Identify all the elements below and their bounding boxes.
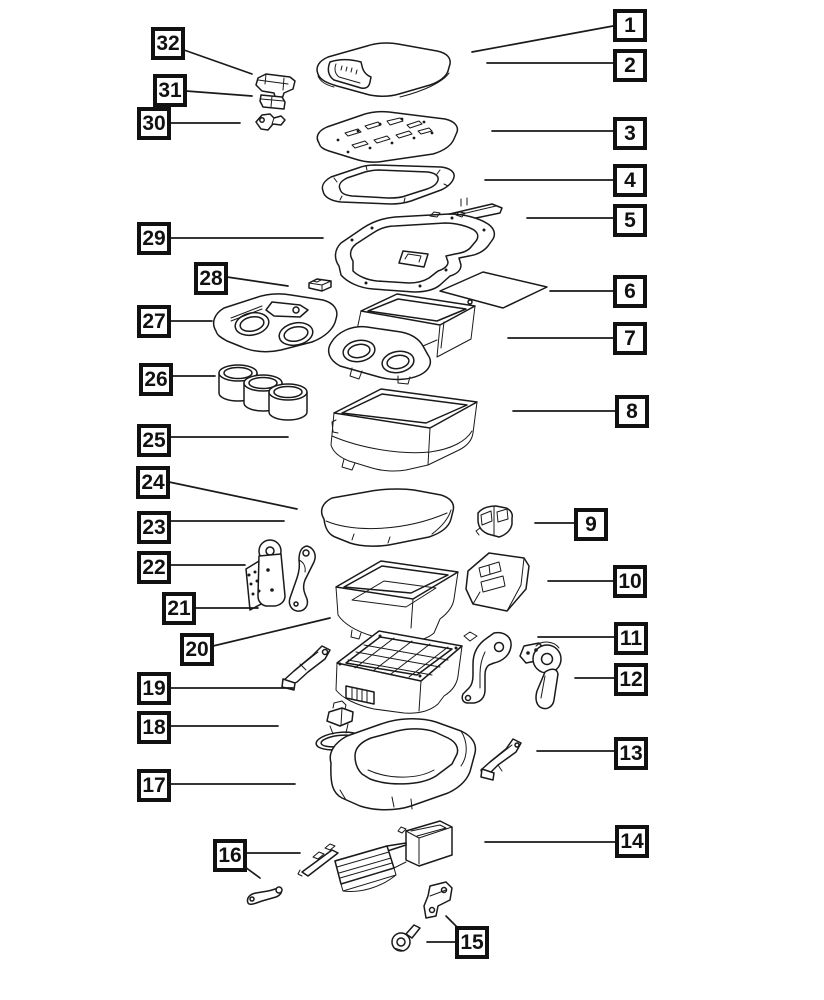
lid-handle-part	[255, 73, 296, 101]
seat-cushion-part	[320, 488, 455, 547]
power-outlet-part	[475, 505, 513, 538]
leader-line-32	[183, 49, 253, 75]
callout-box-18[interactable]: 18	[137, 711, 171, 744]
callout-box-11[interactable]: 11	[614, 622, 648, 655]
callout-box-27[interactable]: 27	[137, 305, 171, 338]
callout-box-19[interactable]: 19	[137, 672, 171, 705]
callout-box-22[interactable]: 22	[137, 551, 171, 584]
callout-box-15[interactable]: 15	[455, 926, 489, 959]
callout-box-20[interactable]: 20	[180, 633, 214, 666]
callout-box-5[interactable]: 5	[613, 204, 647, 237]
callout-box-13[interactable]: 13	[614, 737, 648, 770]
callout-box-1[interactable]: 1	[613, 9, 647, 42]
callout-box-29[interactable]: 29	[137, 222, 171, 255]
release-lever-part	[246, 886, 283, 905]
callout-box-25[interactable]: 25	[137, 424, 171, 457]
leader-line-28	[226, 276, 289, 287]
callout-box-16[interactable]: 16	[213, 839, 247, 872]
latch-striker-part	[308, 278, 332, 292]
callout-box-23[interactable]: 23	[137, 511, 171, 544]
latch-button-part	[259, 94, 286, 110]
callout-box-6[interactable]: 6	[613, 275, 647, 308]
mount-rail-small-part	[297, 843, 339, 877]
callout-box-30[interactable]: 30	[137, 107, 171, 140]
latch-mechanism-part	[519, 641, 562, 710]
callout-box-14[interactable]: 14	[615, 825, 649, 858]
callout-box-28[interactable]: 28	[194, 262, 228, 295]
leader-lines	[168, 25, 616, 943]
cup-holder-inserts-part	[218, 364, 308, 421]
part-drawings	[212, 42, 562, 952]
leader-line-31	[185, 90, 253, 97]
callout-box-26[interactable]: 26	[139, 363, 173, 396]
callout-box-24[interactable]: 24	[136, 466, 170, 499]
riser-bracket-part	[461, 631, 512, 704]
callout-box-31[interactable]: 31	[153, 74, 187, 107]
callout-box-3[interactable]: 3	[613, 117, 647, 150]
wire-clamp-part	[391, 924, 421, 952]
callout-box-7[interactable]: 7	[613, 322, 647, 355]
armrest-base-frame-part	[334, 211, 496, 293]
leader-line-16	[244, 866, 261, 879]
floor-duct-part	[334, 820, 453, 892]
callout-box-8[interactable]: 8	[615, 395, 649, 428]
leader-line-20	[212, 617, 331, 647]
callout-box-4[interactable]: 4	[613, 164, 647, 197]
pivot-arm-part	[288, 545, 316, 612]
callout-box-9[interactable]: 9	[574, 508, 608, 541]
small-bracket-part	[480, 738, 522, 781]
cup-holder-tray-part	[212, 293, 338, 353]
hinge-fitting-part	[255, 113, 286, 131]
console-bin-part	[328, 293, 476, 385]
armrest-lid-frame-part	[321, 164, 455, 205]
duct-bracket-part	[423, 881, 453, 919]
leader-line-1	[471, 25, 614, 53]
pivot-bracket-plate-part	[245, 539, 286, 611]
leader-line-24	[168, 481, 298, 510]
callout-box-2[interactable]: 2	[613, 49, 647, 82]
storage-bin-part	[330, 388, 478, 472]
callout-box-17[interactable]: 17	[137, 769, 171, 802]
callout-box-21[interactable]: 21	[162, 592, 196, 625]
seat-pan-frame-part	[335, 630, 463, 714]
seat-base-foam-part	[329, 718, 477, 811]
callout-box-10[interactable]: 10	[613, 565, 647, 598]
armrest-hinge-plate-part	[316, 110, 459, 163]
support-bracket-part	[281, 645, 331, 691]
liner-mat-part	[439, 271, 548, 309]
rear-trim-panel-part	[465, 552, 530, 612]
callout-box-12[interactable]: 12	[614, 663, 648, 696]
armrest-lid-part	[316, 42, 451, 98]
callout-box-32[interactable]: 32	[151, 27, 185, 60]
